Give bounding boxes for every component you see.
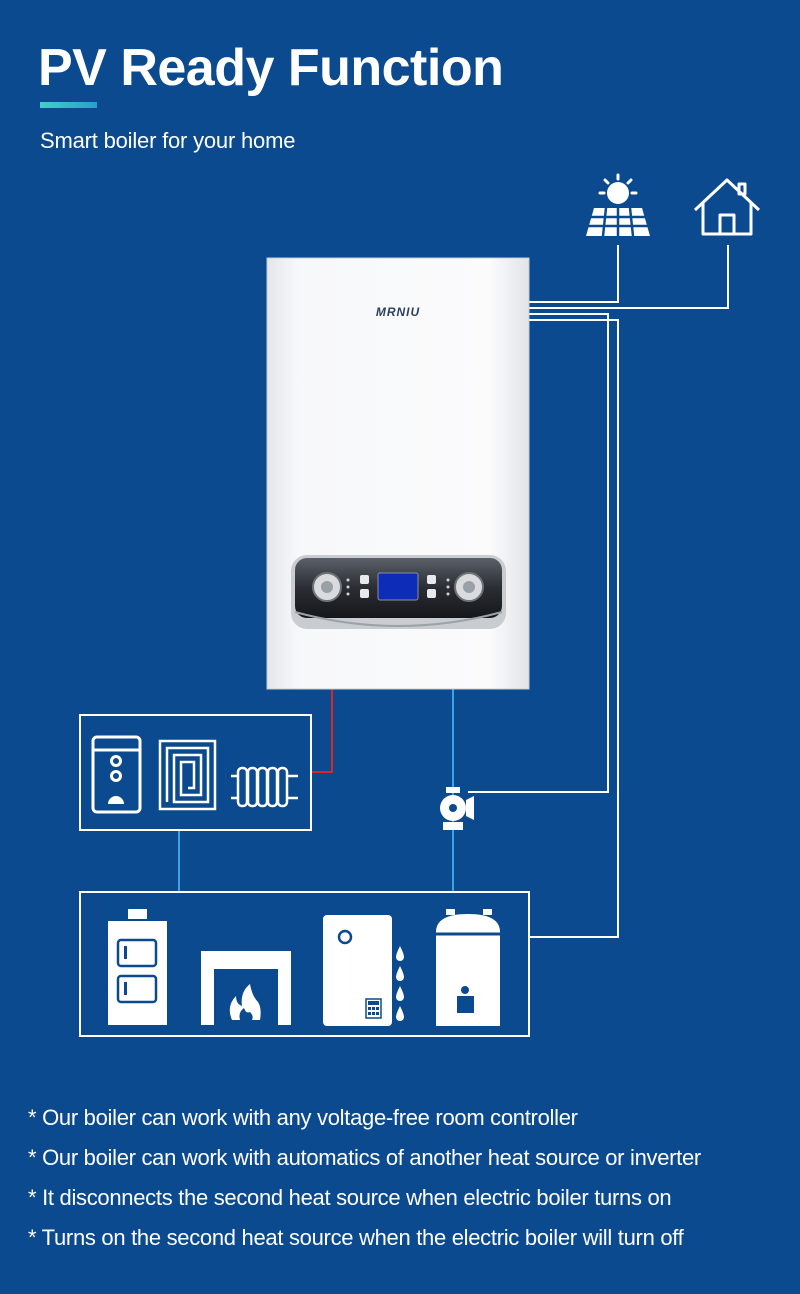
- page-title: PV Ready Function: [38, 39, 504, 97]
- wire-valve: [468, 313, 609, 793]
- lcd-display: [377, 572, 419, 601]
- electric-boiler-icon: [323, 915, 404, 1026]
- house-icon: [693, 178, 761, 236]
- feature-notes: * Our boiler can work with any voltage-f…: [28, 1098, 701, 1258]
- note-item: * Turns on the second heat source when t…: [28, 1225, 684, 1250]
- wire-house: [529, 245, 729, 309]
- gas-boiler-icon: [436, 909, 500, 1026]
- radiator-icon: [231, 766, 298, 808]
- wire-solar: [529, 245, 619, 303]
- connection-diagram: MRNIU: [79, 173, 761, 1037]
- note-item: * Our boiler can work with automatics of…: [28, 1145, 701, 1170]
- control-wires: [468, 245, 729, 938]
- page-subtitle: Smart boiler for your home: [40, 128, 296, 153]
- heating-consumers-box: [79, 714, 312, 831]
- boiler-control-panel: [291, 555, 506, 629]
- title-underline: [40, 102, 97, 108]
- wire-heat-sources: [529, 319, 619, 938]
- water-heater-icon: [91, 735, 142, 814]
- solid-fuel-boiler-icon: [108, 909, 167, 1025]
- pump-valve-icon: [440, 787, 474, 830]
- electric-boiler-unit: MRNIU: [266, 257, 530, 690]
- fireplace-icon: [201, 951, 291, 1025]
- solar-panel-sun-icon: [586, 173, 650, 237]
- boiler-brand-logo: MRNIU: [376, 305, 420, 319]
- hot-water-pipe: [312, 689, 333, 773]
- note-item: * It disconnects the second heat source …: [28, 1185, 672, 1210]
- heat-sources-box: [79, 891, 530, 1037]
- underfloor-heating-icon: [158, 739, 217, 811]
- note-item: * Our boiler can work with any voltage-f…: [28, 1105, 578, 1130]
